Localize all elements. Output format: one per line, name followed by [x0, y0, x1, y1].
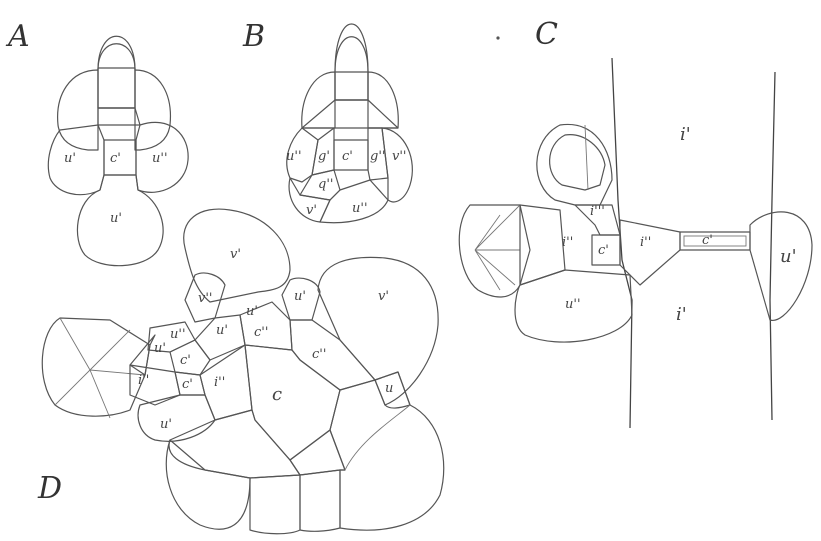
- label-c-u-right: u': [780, 246, 797, 267]
- d-bottom-lobe-mid-right: [300, 470, 340, 531]
- label-b-v-bottom: v': [306, 203, 317, 218]
- figure-a: u' c' u'' u': [48, 36, 188, 265]
- d-bottom-lobe-mid: [250, 475, 300, 534]
- d-c-big-cell: [245, 345, 340, 460]
- label-c-i-bottom: i': [676, 304, 687, 325]
- a-top-left-cell: [58, 70, 98, 150]
- label-c-i-mid: i''': [590, 204, 605, 219]
- label-d-c-mid: c'': [254, 325, 268, 340]
- label-d-i-mid: i'': [214, 375, 225, 390]
- c-wall-cell: [680, 232, 750, 250]
- stray-dot: [496, 36, 499, 39]
- figure-b: u'' g' c' g'' v'' q'' v' u'': [286, 24, 412, 223]
- label-d-u-b: u': [216, 323, 228, 338]
- d-u-bottom-cell: [138, 395, 215, 441]
- d-c-right-cell: [290, 320, 375, 390]
- label-d-c-big: c: [272, 384, 282, 405]
- panel-label-a: A: [5, 19, 30, 54]
- label-a-c: c': [110, 151, 121, 166]
- label-d-c-lower: c': [182, 377, 193, 392]
- c-wall-inner: [684, 236, 746, 246]
- label-a-u-right: u'': [152, 151, 168, 166]
- label-c-i-right: i'': [640, 235, 651, 250]
- a-left-cell: [48, 125, 104, 195]
- label-b-c: c': [342, 149, 353, 164]
- panel-label-d: D: [37, 471, 62, 506]
- b-top-right-cell: [368, 72, 398, 128]
- label-d-u-c: u'': [170, 327, 186, 342]
- label-a-u-left: u': [64, 151, 76, 166]
- label-d-v-small: v'': [198, 291, 213, 306]
- a-neck-cell: [98, 68, 135, 108]
- c-i-left-cell: [520, 205, 565, 285]
- panel-label-b: B: [242, 19, 265, 54]
- b-top-left-cell: [302, 72, 335, 128]
- label-b-u-left: u'': [286, 149, 302, 164]
- b-far-right-cell: [382, 128, 412, 202]
- label-d-v-top: v': [230, 247, 241, 262]
- c-right-wall: [770, 72, 775, 420]
- b-top-inner-arc: [335, 37, 368, 72]
- label-d-u-bottom: u': [160, 417, 172, 432]
- figure-d: v' v'' u' u' c'' v' c'' u'' c' i'' c' i'…: [42, 209, 443, 534]
- a-upper-band: [98, 108, 140, 125]
- label-b-q: q'': [318, 177, 333, 192]
- a-top-right-cell: [135, 70, 170, 150]
- figure-c: i' i''' i'' c' i'' c' u' u'' i': [459, 58, 812, 428]
- b-top-cell: [335, 24, 368, 100]
- c-left-wall: [612, 58, 632, 428]
- d-bottom-lobe-left: [169, 410, 300, 478]
- c-left-radial-cell: [459, 205, 530, 297]
- a-top-cell: [98, 36, 135, 108]
- label-d-u-d: u': [246, 304, 258, 319]
- label-c-u-bottom: u'': [565, 297, 581, 312]
- label-d-c-small: c': [180, 353, 191, 368]
- label-b-u-bottom: u'': [352, 201, 368, 216]
- label-c-i-left: i'': [562, 235, 573, 250]
- label-c-i-top: i': [680, 124, 691, 145]
- label-d-v-right: v': [378, 289, 389, 304]
- d-right-lobe-divider: [345, 405, 410, 470]
- c-radial-lines: [475, 205, 520, 290]
- c-upper-divider: [585, 125, 588, 190]
- label-c-wall: c': [702, 233, 713, 248]
- label-b-g-left: g': [318, 149, 330, 164]
- label-d-u-tiny: u': [154, 341, 166, 356]
- label-b-v-right: v'': [392, 149, 407, 164]
- d-bottom-lobe-center: [290, 430, 345, 475]
- c-upper-cell-outer: [537, 124, 612, 205]
- b-upper-band: [302, 100, 398, 128]
- label-c-c: c': [598, 243, 609, 258]
- b-neck-cell: [335, 72, 368, 100]
- c-upper-cell-inner: [550, 135, 605, 190]
- label-d-c-right: c'': [312, 347, 326, 362]
- panel-label-c: C: [535, 17, 558, 52]
- label-d-u-a: u': [294, 289, 306, 304]
- label-d-u-right: u: [385, 381, 393, 396]
- label-d-i-left: i'': [138, 373, 149, 388]
- d-bottom-lobe-far-left: [166, 440, 250, 529]
- a-top-inner-arc: [98, 44, 135, 70]
- d-right-cell: [318, 257, 438, 405]
- label-a-u-bottom: u': [110, 211, 122, 226]
- label-b-g-right: g'': [370, 149, 385, 164]
